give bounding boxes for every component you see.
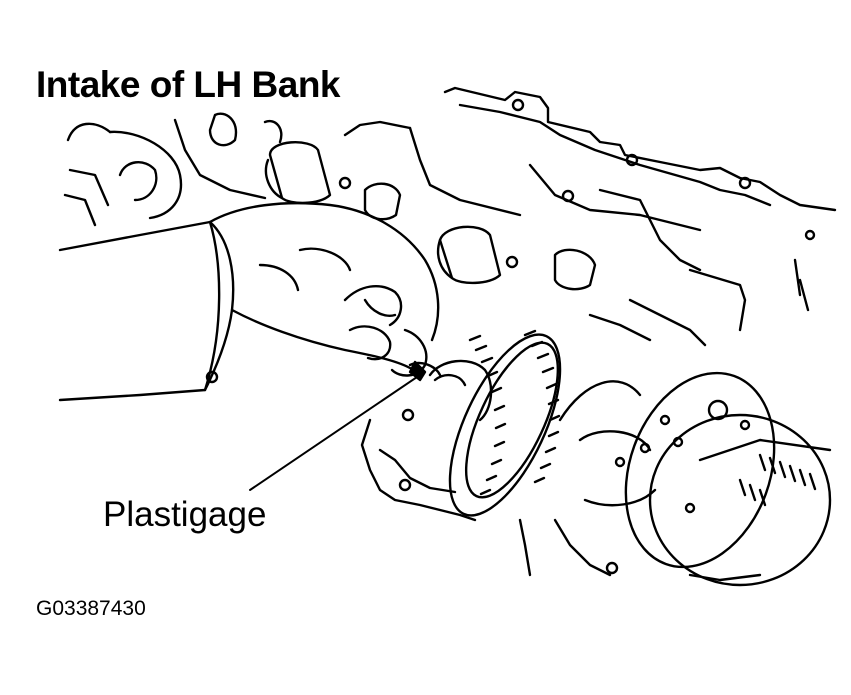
bolt-holes: [207, 100, 814, 573]
plastigage-leader-line: [250, 375, 420, 490]
hand: [210, 203, 440, 375]
cylinder-head-outline: [362, 88, 835, 575]
plastigage-callout-label: Plastigage: [103, 495, 267, 534]
diagram-title: Intake of LH Bank: [36, 64, 341, 105]
plastigage-strip: [410, 361, 491, 420]
timing-pulley: [580, 352, 830, 588]
upper-structure: [65, 120, 745, 345]
valve-lifters: [210, 114, 595, 289]
figure-code: G03387430: [36, 597, 146, 620]
camshaft-gear: [427, 319, 640, 530]
